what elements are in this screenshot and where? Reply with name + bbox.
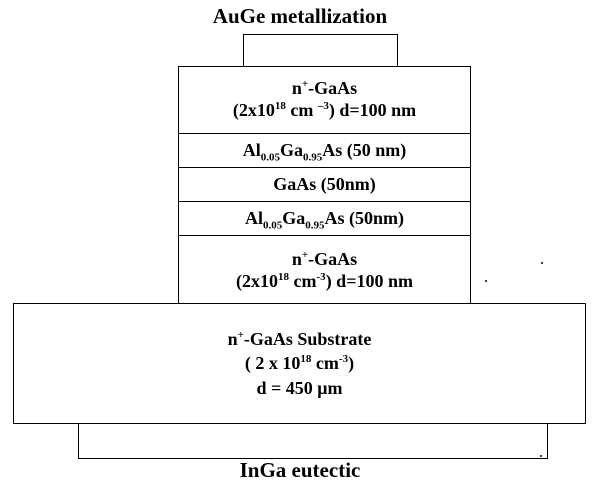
text-line: (2x1018 cm –3) d=100 nm	[232, 100, 417, 120]
text-line: Al0.05Ga0.95As (50nm)	[244, 207, 404, 232]
substrate-layer: n+-GaAs Substrate ( 2 x 1018 cm-3) d = 450…	[13, 303, 586, 424]
text-line: ( 2 x 1018 cm-3)	[244, 353, 355, 374]
bottom-contact-ingaas	[78, 423, 548, 459]
text-line: Al0.05Ga0.95As (50 nm)	[242, 139, 407, 164]
speck	[540, 455, 542, 457]
layer-text: n+-GaAs Substrate ( 2 x 1018 cm-3) d = 450…	[228, 327, 372, 400]
top-contact-label: AuGe metallization	[212, 4, 388, 28]
layer-text: GaAs (50nm)	[273, 174, 376, 196]
layer-text: Al0.05Ga0.95As (50 nm)	[242, 139, 407, 164]
text-line: n+-GaAs Substrate	[227, 329, 372, 350]
text-line: d = 450 μm	[256, 377, 343, 398]
layer-n-gaas-cap: n+-GaAs(2x1018 cm –3) d=100 nm	[179, 67, 470, 133]
speck	[485, 280, 487, 282]
layer-n-gaas-buffer: n+-GaAs(2x1018 cm-3) d=100 nm	[179, 235, 470, 305]
text-line: GaAs (50nm)	[273, 173, 376, 194]
layer-algaas-bottom: Al0.05Ga0.95As (50nm)	[179, 201, 470, 235]
layer-algaas-top: Al0.05Ga0.95As (50 nm)	[179, 133, 470, 167]
layer-text: Al0.05Ga0.95As (50nm)	[244, 207, 404, 232]
bottom-contact-label: InGa eutectic	[239, 458, 361, 482]
text-line: n+-GaAs	[291, 78, 358, 99]
layer-gaas-well: GaAs (50nm)	[179, 167, 470, 201]
layer-stack: n+-GaAs(2x1018 cm –3) d=100 nm Al0.05Ga0…	[178, 66, 471, 304]
text-line: n+-GaAs	[291, 248, 358, 269]
text-line: (2x1018 cm-3) d=100 nm	[236, 270, 413, 291]
speck	[541, 262, 543, 264]
layer-text: n+-GaAs(2x1018 cm-3) d=100 nm	[236, 249, 413, 292]
layer-text: n+-GaAs(2x1018 cm –3) d=100 nm	[233, 78, 416, 121]
top-contact-metallization	[243, 34, 398, 67]
